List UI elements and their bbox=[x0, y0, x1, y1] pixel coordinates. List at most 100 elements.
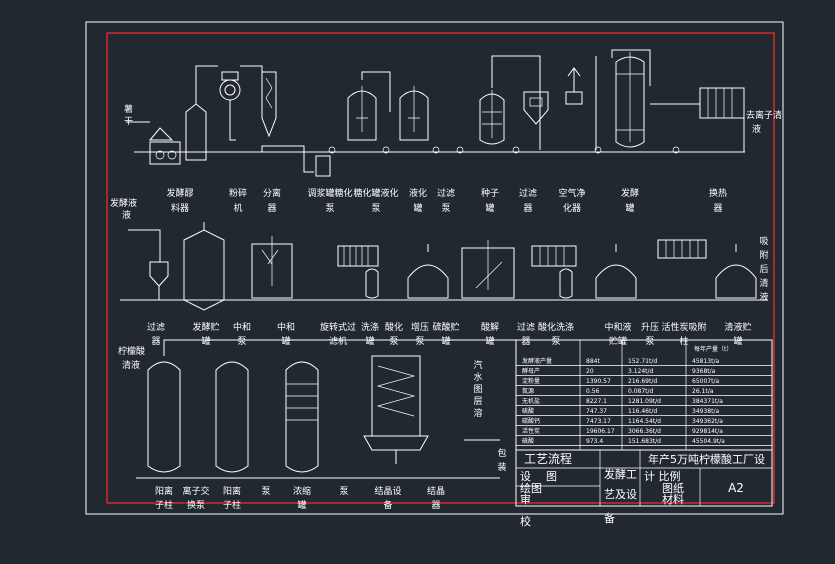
silo bbox=[185, 65, 218, 161]
tb-subtitle-2: 艺及设 bbox=[604, 488, 637, 501]
table-cell: 酵母产 bbox=[522, 367, 540, 375]
table-cell: 7473.17 bbox=[586, 418, 611, 425]
table-cell: 19606.17 bbox=[586, 428, 615, 435]
row3-sublabel-1: 换泵 bbox=[187, 499, 205, 511]
row1-label-4: 糖化罐液化 bbox=[353, 187, 398, 199]
slurry-screw bbox=[261, 145, 331, 177]
table-cell: 无机盐 bbox=[522, 397, 540, 405]
rotary-filter bbox=[337, 245, 379, 299]
table-cell: 349362t/a bbox=[692, 418, 723, 425]
table-cell: 973.4 bbox=[586, 438, 603, 445]
table-cell: 淀粉量 bbox=[522, 377, 540, 385]
tb-sheet-size: A2 bbox=[728, 481, 744, 495]
row1-sublabel-8: 器 bbox=[523, 203, 532, 214]
row2-label-13: 升压 bbox=[641, 322, 659, 333]
table-cell: 45504.9t/a bbox=[692, 438, 725, 445]
row1-label-9: 空气净 bbox=[558, 187, 585, 199]
table-cell: 45813t/a bbox=[692, 358, 719, 365]
table-cell: 发酵液产量 bbox=[522, 357, 552, 365]
row1-label-2: 分离 bbox=[263, 187, 281, 199]
row2-label-14: 活性炭吸附 bbox=[661, 321, 706, 333]
row2-sublabel-14: 柱 bbox=[679, 335, 688, 347]
tb-material-label: 材料 bbox=[662, 492, 684, 506]
right-label-row2-char: 附 bbox=[759, 249, 768, 261]
row2-sublabel-6: 泵 bbox=[389, 336, 398, 347]
cation-column-1 bbox=[147, 339, 520, 473]
table-cell: 1164.54t/d bbox=[628, 418, 661, 425]
pack-label: 包 bbox=[497, 447, 506, 459]
row1-label-3: 调浆罐糖化 bbox=[307, 187, 352, 199]
row1-label-0: 发酵醪 bbox=[166, 187, 193, 199]
feed-hopper bbox=[126, 121, 181, 165]
row1-label-8: 过滤 bbox=[519, 187, 537, 199]
neutralization-tank bbox=[251, 236, 293, 299]
evaporator-column bbox=[285, 361, 319, 473]
row3-label-7: 结晶 bbox=[427, 485, 445, 497]
heat-exchanger bbox=[650, 87, 745, 152]
wash-tank bbox=[407, 244, 449, 299]
row2-exchanger-1 bbox=[531, 245, 577, 299]
row2-sublabel-0: 器 bbox=[151, 336, 160, 347]
right-label-row2-char: 吸 bbox=[759, 236, 768, 247]
crusher bbox=[219, 71, 241, 141]
row1-label-5: 液化 bbox=[409, 187, 427, 199]
row1-label-11: 换热 bbox=[709, 187, 727, 199]
row3-label-3: 泵 bbox=[261, 486, 270, 497]
steam-label-char: 汽 bbox=[473, 359, 482, 371]
row2-sublabel-4: 滤机 bbox=[329, 335, 347, 347]
row2-label-3: 中和 bbox=[277, 321, 295, 333]
row2-label-2: 中和 bbox=[233, 321, 251, 333]
table-cell: 1281.09t/d bbox=[628, 398, 661, 405]
row1-label-6: 过滤 bbox=[437, 187, 455, 199]
seed-tank bbox=[479, 55, 541, 150]
row2-label-0: 过滤 bbox=[147, 321, 165, 333]
tb-scale-label: 计 比例 bbox=[644, 469, 681, 483]
table-cell: 活性炭 bbox=[522, 427, 540, 435]
right-label-row2-char: 液 bbox=[759, 291, 768, 303]
row3-sublabel-2: 子柱 bbox=[223, 499, 241, 511]
steam-label-char: 水 bbox=[473, 371, 482, 383]
outer-frame bbox=[85, 21, 784, 515]
row1-label-10: 发酵 bbox=[621, 187, 639, 199]
table-header: 每年产量（t） bbox=[694, 345, 732, 353]
tb-drawing-no-label: 图纸 bbox=[662, 482, 684, 495]
row3-label-5: 泵 bbox=[339, 486, 348, 497]
row1-sublabel-1: 机 bbox=[233, 202, 242, 214]
row1-sublabel-2: 器 bbox=[267, 203, 276, 214]
row1-pumps bbox=[328, 146, 680, 154]
row2-label-7: 增压 bbox=[411, 321, 429, 333]
row1-sublabel-11: 器 bbox=[713, 203, 722, 214]
right-label-row1: 去离子清 bbox=[746, 109, 782, 121]
row2-sublabel-10: 器 bbox=[521, 336, 530, 347]
row3-sublabel-7: 器 bbox=[431, 500, 440, 511]
row1-sublabel-0: 料器 bbox=[171, 202, 189, 214]
row2-filter bbox=[128, 229, 169, 300]
row2-label-4: 旋转式过 bbox=[320, 321, 356, 333]
table-cell: 929814t/a bbox=[692, 428, 723, 435]
row3-sublabel-0: 子柱 bbox=[155, 499, 173, 511]
filter-funnel bbox=[523, 91, 549, 125]
carbon-adsorption-column bbox=[657, 239, 707, 259]
row3-sublabel-6: 备 bbox=[383, 499, 392, 511]
row2-label-15: 清液贮 bbox=[724, 321, 751, 333]
acidolysis-tank bbox=[461, 240, 515, 299]
tb-subtitle-3: 备 bbox=[604, 511, 615, 525]
row2-sublabel-3: 罐 bbox=[281, 335, 290, 347]
table-cell: 硫酸 bbox=[522, 437, 534, 445]
row1-sublabel-5: 罐 bbox=[413, 202, 422, 214]
separator-cyclone bbox=[240, 65, 277, 138]
steam-label-char: 图 bbox=[473, 384, 482, 395]
table-cell: 氮源 bbox=[522, 387, 534, 395]
table-cell: 1390.57 bbox=[586, 378, 611, 385]
table-cell: 0.56 bbox=[586, 388, 600, 395]
row2-label-6: 酸化 bbox=[385, 321, 403, 333]
table-cell: 65007t/a bbox=[692, 378, 719, 385]
air-purifier bbox=[565, 67, 583, 105]
feed-label-row3-2: 清液 bbox=[122, 359, 140, 371]
inner-frame bbox=[106, 32, 775, 504]
row1-sublabel-6: 泵 bbox=[441, 203, 450, 214]
row2-sublabel-15: 罐 bbox=[733, 335, 742, 347]
neutralized-storage-tank bbox=[595, 244, 637, 299]
row2-label-1: 发酵贮 bbox=[192, 321, 219, 333]
row2-sublabel-2: 泵 bbox=[237, 336, 246, 347]
